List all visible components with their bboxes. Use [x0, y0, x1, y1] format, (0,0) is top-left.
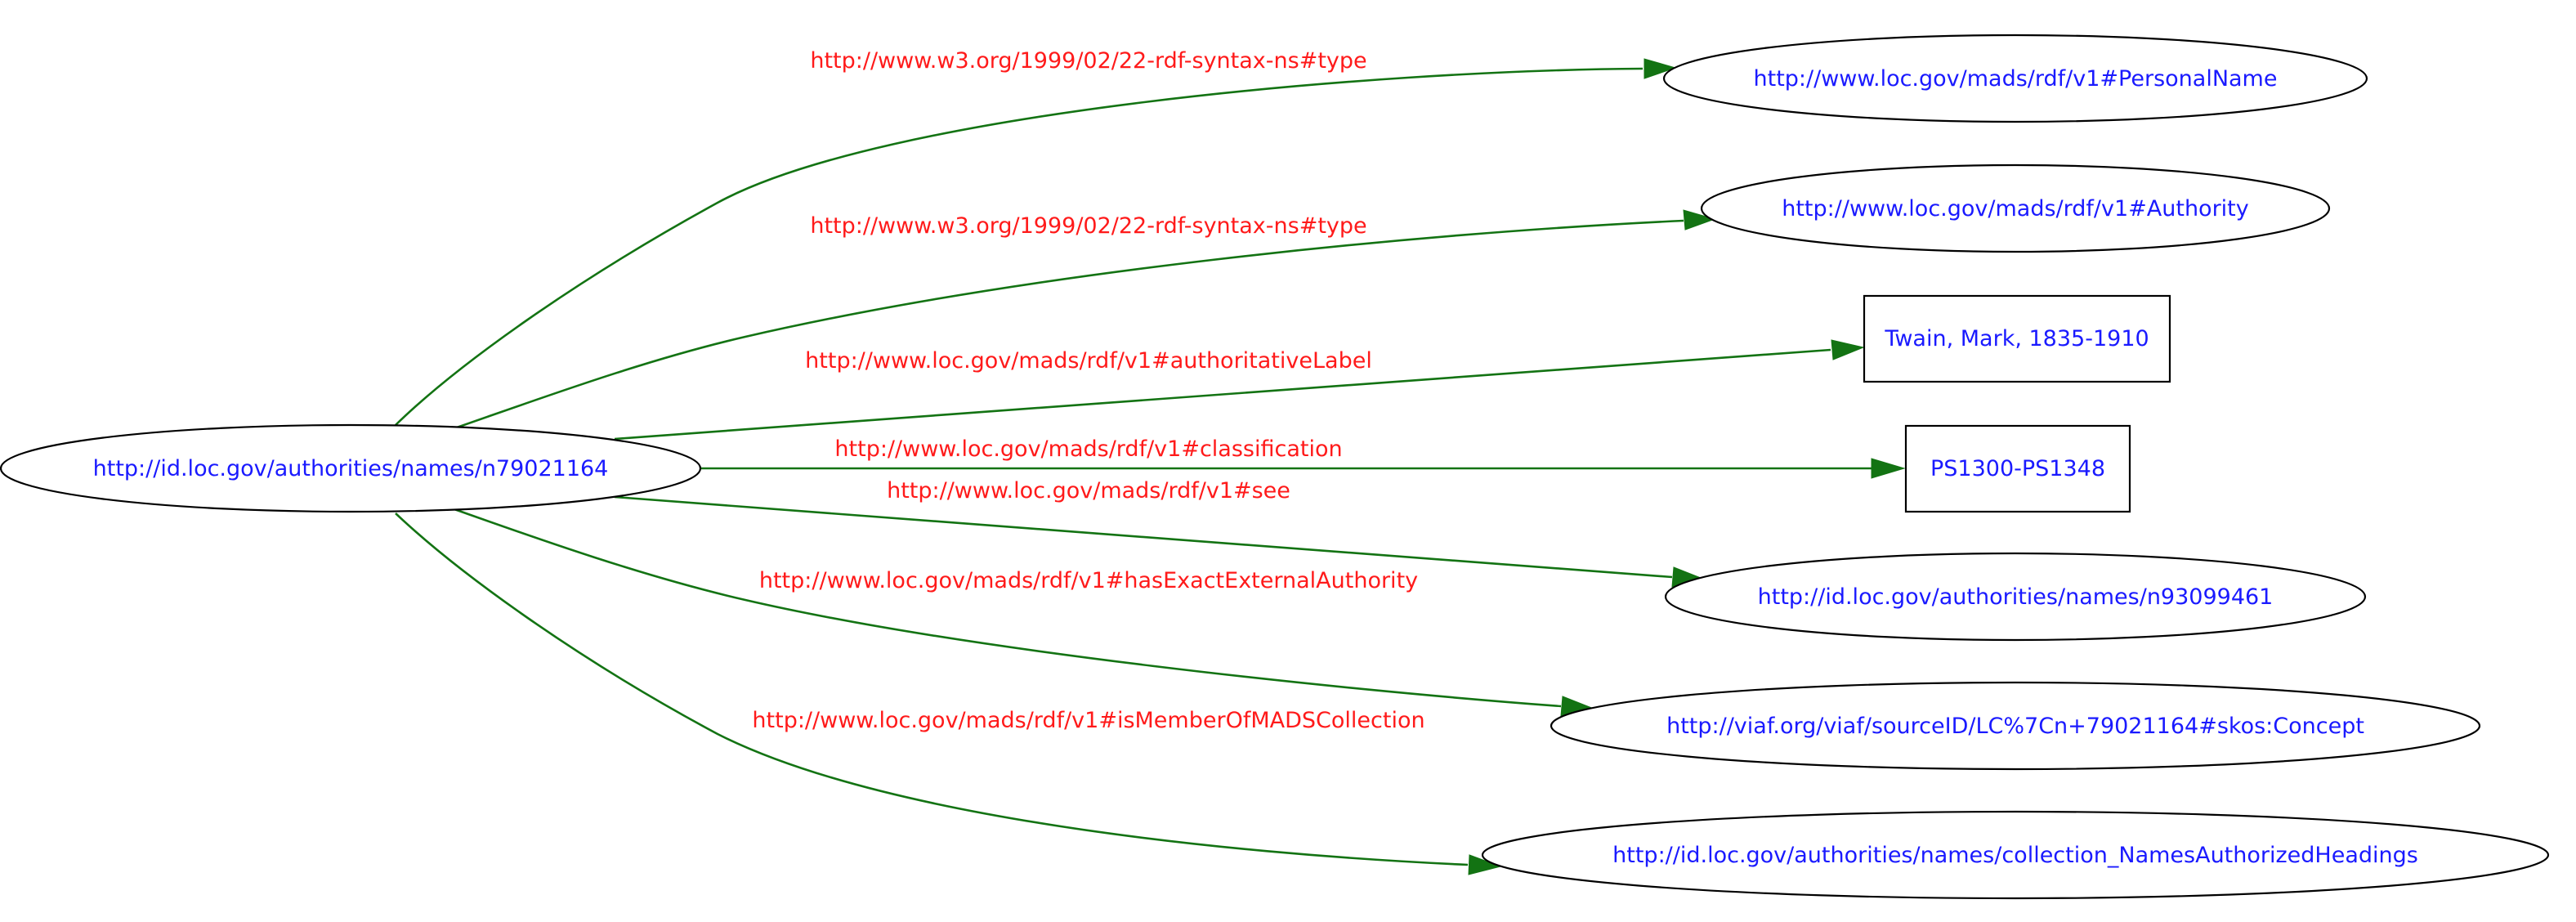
arrowhead-icon: [1644, 58, 1677, 79]
node-ellipse: [1662, 34, 2368, 123]
target-node-collection[interactable]: http://id.loc.gov/authorities/names/coll…: [1481, 810, 2550, 900]
edge-line: [395, 512, 1469, 866]
arrowhead-icon: [1831, 339, 1865, 360]
node-label: http://www.loc.gov/mads/rdf/v1#PersonalN…: [1754, 66, 2278, 92]
edge-line: [454, 508, 1562, 708]
node-ellipse: [1700, 163, 2331, 253]
node-ellipse: [1550, 681, 2481, 771]
node-label: http://viaf.org/viaf/sourceID/LC%7Cn+790…: [1666, 714, 2364, 739]
target-node-viaf[interactable]: http://viaf.org/viaf/sourceID/LC%7Cn+790…: [1550, 681, 2481, 771]
node-box: [1863, 294, 2171, 383]
edge-line: [614, 495, 1673, 579]
target-node-see[interactable]: http://id.loc.gov/authorities/names/n930…: [1664, 552, 2367, 642]
edge-line: [454, 219, 1684, 430]
edge-authoritative-label: http://www.loc.gov/mads/rdf/v1#authorita…: [614, 339, 1865, 441]
edge-rdf-type-authority: http://www.w3.org/1999/02/22-rdf-syntax-…: [454, 209, 1716, 430]
edge-label: http://www.w3.org/1999/02/22-rdf-syntax-…: [810, 48, 1366, 74]
target-node-personalname[interactable]: http://www.loc.gov/mads/rdf/v1#PersonalN…: [1662, 34, 2368, 123]
edge-label: http://www.loc.gov/mads/rdf/v1#authorita…: [805, 348, 1372, 374]
edge-label: http://www.loc.gov/mads/rdf/v1#isMemberO…: [752, 708, 1424, 733]
target-node-classification[interactable]: PS1300-PS1348: [1904, 424, 2131, 513]
edge-is-member-of-mads-collection: http://www.loc.gov/mads/rdf/v1#isMemberO…: [395, 512, 1502, 875]
edge-line: [614, 348, 1831, 441]
edge-see: http://www.loc.gov/mads/rdf/v1#see: [614, 478, 1706, 588]
edge-label: http://www.loc.gov/mads/rdf/v1#hasExactE…: [759, 568, 1418, 593]
node-label: Twain, Mark, 1835-1910: [1884, 326, 2149, 351]
node-label: http://www.loc.gov/mads/rdf/v1#Authority: [1782, 196, 2249, 222]
target-node-authority[interactable]: http://www.loc.gov/mads/rdf/v1#Authority: [1700, 163, 2331, 253]
edge-label: http://www.loc.gov/mads/rdf/v1#classific…: [834, 436, 1342, 462]
target-node-authoritative-label[interactable]: Twain, Mark, 1835-1910: [1863, 294, 2171, 383]
node-ellipse: [1481, 810, 2550, 900]
node-label: http://id.loc.gov/authorities/names/n790…: [93, 456, 609, 481]
node-ellipse: [0, 423, 701, 513]
node-label: PS1300-PS1348: [1930, 456, 2105, 481]
edge-rdf-type-personalname: http://www.w3.org/1999/02/22-rdf-syntax-…: [395, 48, 1677, 426]
node-label: http://id.loc.gov/authorities/names/coll…: [1612, 843, 2418, 868]
node-box: [1904, 424, 2131, 513]
edge-label: http://www.w3.org/1999/02/22-rdf-syntax-…: [810, 213, 1366, 239]
edge-line: [395, 67, 1644, 426]
arrowhead-icon: [1683, 209, 1716, 230]
edge-label: http://www.loc.gov/mads/rdf/v1#see: [887, 478, 1290, 504]
arrowhead-icon: [1871, 458, 1906, 479]
edge-has-exact-external-authority: http://www.loc.gov/mads/rdf/v1#hasExactE…: [454, 508, 1595, 717]
arrowhead-icon: [1468, 854, 1502, 875]
node-label: http://id.loc.gov/authorities/names/n930…: [1758, 584, 2274, 610]
source-node[interactable]: http://id.loc.gov/authorities/names/n790…: [0, 423, 701, 513]
edge-classification: http://www.loc.gov/mads/rdf/v1#classific…: [701, 436, 1906, 479]
node-ellipse: [1664, 552, 2367, 642]
